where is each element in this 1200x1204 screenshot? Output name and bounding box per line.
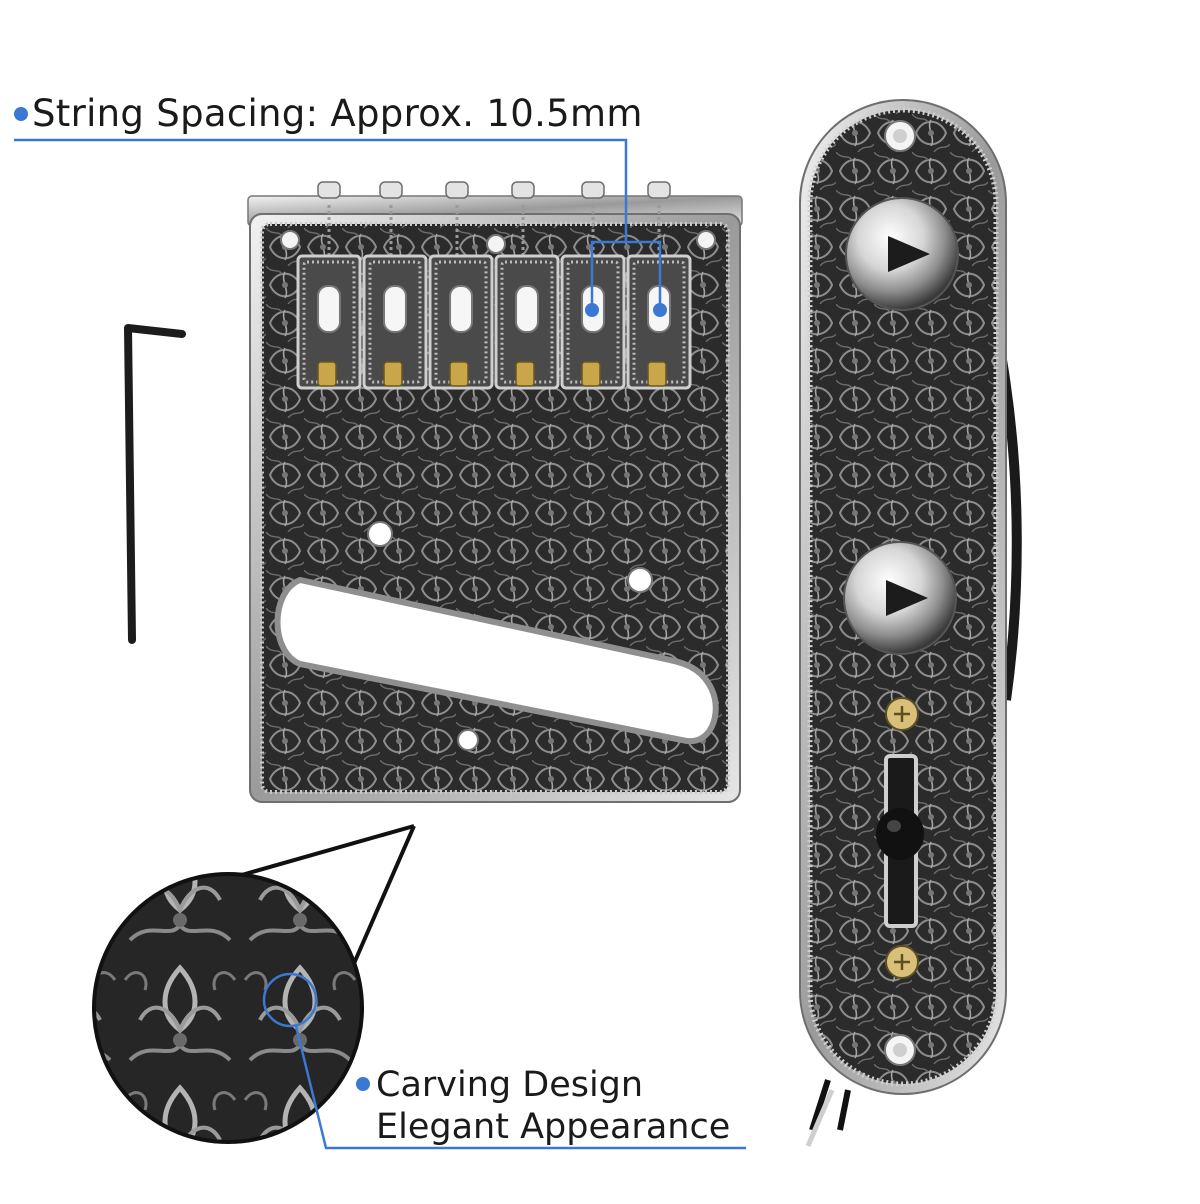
telecaster-bridge-plate: [247, 181, 743, 803]
carving-callout-line2: Elegant Appearance: [376, 1107, 731, 1147]
selector-switch: [876, 754, 924, 928]
hex-allen-key: [124, 324, 186, 644]
intonation-screws: [317, 181, 671, 199]
bullet-dot: [14, 107, 28, 121]
callout-leaders: [14, 138, 746, 1150]
control-plate: [799, 99, 1022, 1147]
carving-callout: Carving Design Elegant Appearance: [376, 1064, 730, 1148]
tone-knob: [843, 541, 957, 655]
volume-knob: [845, 197, 959, 311]
pickup-cutout: [274, 576, 719, 745]
callout-markers: [585, 303, 667, 317]
bridge-saddles: [296, 254, 692, 390]
string-spacing-callout: String Spacing: Approx. 10.5mm: [32, 92, 643, 135]
carving-callout-line1: Carving Design: [376, 1065, 644, 1105]
carving-magnifier: [92, 824, 416, 1144]
bullet-dot: [356, 1077, 370, 1091]
